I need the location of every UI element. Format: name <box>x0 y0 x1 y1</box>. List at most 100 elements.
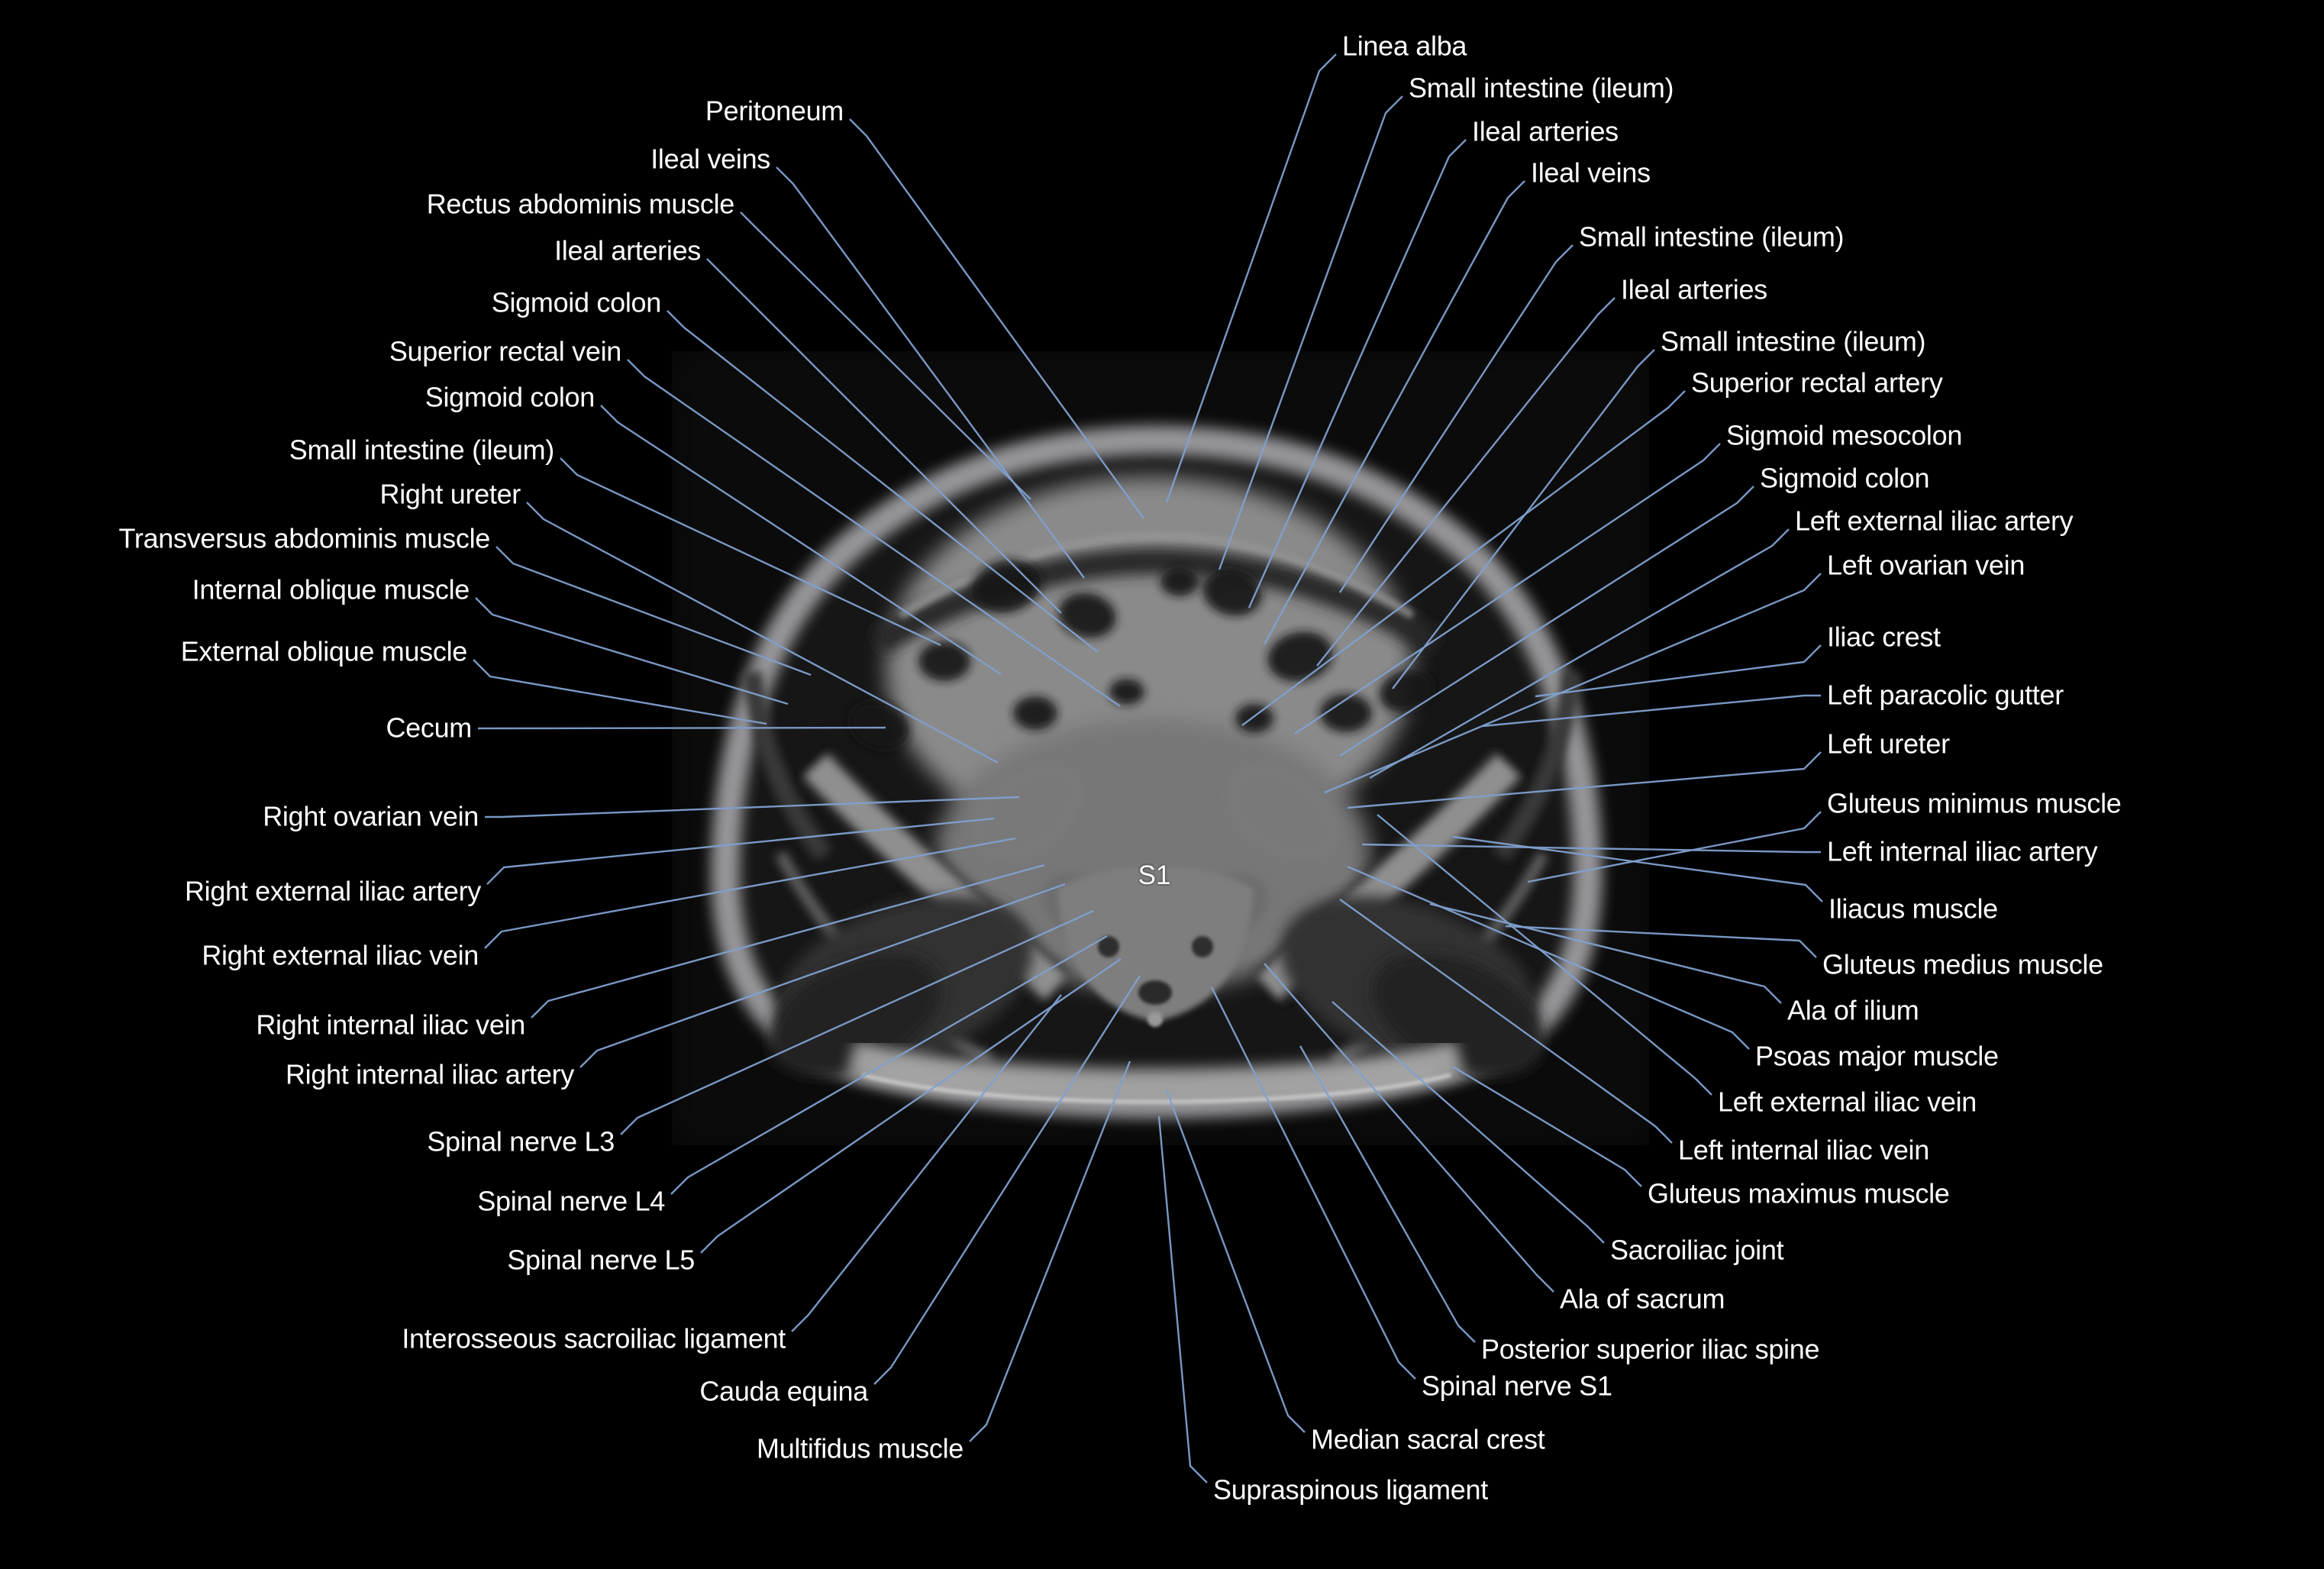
leader-line <box>1263 180 1525 645</box>
anatomy-label: Supraspinous ligament <box>1213 1474 1488 1506</box>
leader-line <box>1294 443 1721 734</box>
leader-line <box>849 118 1144 519</box>
anatomy-label: Left external iliac vein <box>1718 1086 1977 1118</box>
leader-line <box>1429 902 1782 1004</box>
anatomy-label: Left ovarian vein <box>1827 549 2025 581</box>
leader-line <box>1218 95 1403 570</box>
leader-line <box>1369 528 1790 780</box>
anatomy-label: Small intestine (ileum) <box>1579 221 1845 253</box>
anatomy-label: Ileal veins <box>1531 157 1651 189</box>
bowel-loops <box>850 560 1434 750</box>
leader-line <box>1505 925 1817 958</box>
leader-line <box>1482 694 1821 728</box>
leader-line <box>1347 865 1750 1050</box>
anatomy-label: Right ureter <box>379 478 521 510</box>
leader-line <box>1299 1045 1476 1343</box>
left-lateral-wall-muscles <box>1491 670 1582 862</box>
leader-line <box>485 796 1020 818</box>
leader-line <box>1339 486 1754 757</box>
leader-line <box>1347 751 1822 809</box>
leader-line <box>1210 986 1416 1380</box>
anatomy-label: Psoas major muscle <box>1755 1040 1999 1072</box>
anatomy-label: Rectus abdominis muscle <box>426 188 735 220</box>
leader-lines <box>473 53 1823 1483</box>
leader-line <box>486 817 995 885</box>
leader-line <box>473 659 767 725</box>
leader-line <box>627 359 1121 707</box>
leader-line <box>1165 1090 1306 1433</box>
leader-line <box>526 502 999 764</box>
leader-line <box>1331 1001 1605 1244</box>
anatomy-label: External oblique muscle <box>180 635 468 667</box>
anatomy-label: Sacroiliac joint <box>1610 1234 1784 1266</box>
anatomy-label: Small intestine (ileum) <box>1409 72 1674 104</box>
leader-line <box>1316 297 1616 667</box>
anatomy-label: Median sacral crest <box>1311 1423 1545 1455</box>
anatomy-label: Right external iliac vein <box>202 939 479 971</box>
anatomy-label: Peritoneum <box>705 95 844 127</box>
leader-line <box>1377 814 1712 1096</box>
anatomy-label: Posterior superior iliac spine <box>1481 1333 1820 1365</box>
anatomy-label: Left external iliac artery <box>1795 505 2074 537</box>
leader-line <box>579 883 1066 1068</box>
anatomy-label: Left internal iliac vein <box>1678 1134 1929 1166</box>
leader-line <box>1241 390 1686 726</box>
leader-line <box>1535 644 1822 698</box>
anatomy-label: Ala of ilium <box>1787 994 1919 1026</box>
anatomy-label: Small intestine (ileum) <box>289 434 555 466</box>
anatomy-label: Spinal nerve L4 <box>477 1185 665 1217</box>
anatomy-label: Ileal veins <box>650 143 770 175</box>
leader-line <box>1338 244 1574 593</box>
anatomy-label: Left ureter <box>1827 728 1950 760</box>
leader-line <box>475 597 789 705</box>
leader-line <box>1527 811 1822 883</box>
anatomy-label: Sigmoid colon <box>491 286 662 318</box>
anatomy-label: Linea alba <box>1342 30 1467 62</box>
anatomy-label: Gluteus minimus muscle <box>1827 787 2122 819</box>
leader-line <box>1264 963 1554 1293</box>
anatomy-label: Sigmoid colon <box>1760 462 1930 494</box>
anatomy-label: Iliacus muscle <box>1829 893 1998 925</box>
leader-line <box>700 958 1122 1254</box>
anatomy-label: Interosseous sacroiliac ligament <box>402 1322 786 1354</box>
anatomy-label: Internal oblique muscle <box>192 573 470 605</box>
anatomy-label: Right internal iliac artery <box>285 1058 574 1090</box>
anatomy-label: Superior rectal artery <box>1691 366 1943 399</box>
anatomy-label: Ileal arteries <box>554 234 701 266</box>
leader-line <box>560 457 941 647</box>
leader-line <box>1392 349 1655 689</box>
anatomy-label: Cecum <box>386 712 472 744</box>
leader-line <box>495 546 812 676</box>
right-lateral-wall-muscles <box>742 670 833 862</box>
anatomy-label: Spinal nerve S1 <box>1422 1370 1612 1402</box>
anatomy-label: Ileal arteries <box>1472 115 1619 147</box>
anatomy-label: Cauda equina <box>699 1375 868 1407</box>
anatomy-label: Left paracolic gutter <box>1827 679 2064 711</box>
anatomy-label: Right external iliac artery <box>184 875 481 907</box>
leader-line <box>667 310 1099 653</box>
leader-line <box>531 864 1045 1019</box>
anatomy-label: Ileal arteries <box>1621 273 1767 305</box>
leader-line <box>1165 53 1337 503</box>
psoas-muscles <box>968 762 1341 864</box>
anatomy-label: Small intestine (ileum) <box>1661 325 1926 357</box>
leader-line <box>1361 843 1821 854</box>
anatomy-label: Ala of sacrum <box>1560 1283 1725 1315</box>
rectus-sheath-band <box>871 548 1442 654</box>
anatomy-label: Gluteus maximus muscle <box>1648 1177 1950 1209</box>
anatomy-label: Left internal iliac artery <box>1827 835 2098 867</box>
anatomy-label: Superior rectal vein <box>389 335 621 367</box>
anatomy-label: Gluteus medius muscle <box>1822 948 2103 980</box>
anatomy-label: Spinal nerve L5 <box>507 1244 695 1276</box>
leader-line <box>620 909 1094 1135</box>
leader-line <box>484 837 1016 949</box>
leader-line <box>1157 1115 1208 1483</box>
leader-line <box>1248 139 1467 609</box>
leader-line <box>740 211 1031 500</box>
anatomy-label: Iliac crest <box>1827 621 1941 653</box>
leader-line <box>791 994 1062 1332</box>
anatomy-label: Spinal nerve L3 <box>427 1125 615 1157</box>
leader-line <box>1339 899 1673 1144</box>
leader-line <box>706 258 1062 614</box>
